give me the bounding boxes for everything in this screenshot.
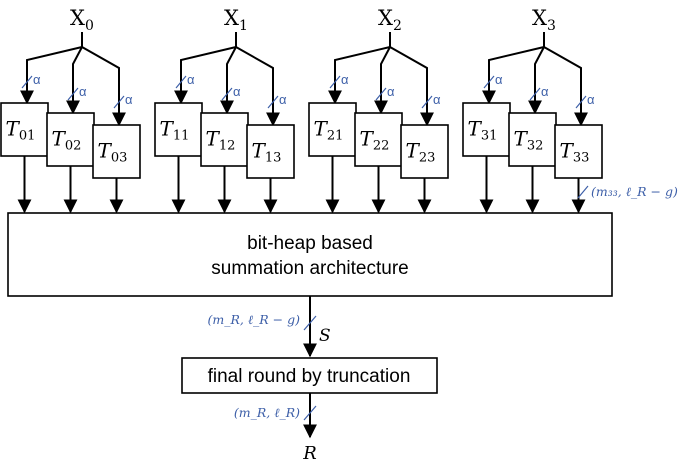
table-label-0-2: T03 <box>98 139 128 166</box>
result-slash <box>303 405 317 421</box>
input-label-1: X1 <box>224 6 248 34</box>
table-box-2-1 <box>354 112 403 167</box>
input-label-3: X3 <box>532 6 556 34</box>
alpha-slash-3-1 <box>529 87 541 101</box>
table-box-3-0 <box>462 102 511 157</box>
fan-wire-3-1 <box>528 46 545 115</box>
fan-wire-3-2 <box>543 46 588 127</box>
alpha-label-0-0: α <box>33 72 41 87</box>
alpha-label-2-2: α <box>433 92 441 107</box>
table-box-3-1 <box>508 112 557 167</box>
fan-wire-3-0 <box>482 46 545 105</box>
bitheap-block <box>7 212 613 297</box>
alpha-label-3-1: α <box>541 84 549 99</box>
alpha-slash-2-0 <box>329 75 341 89</box>
fan-wire-0-0 <box>20 46 83 105</box>
alpha-slash-0-1 <box>67 87 79 101</box>
alpha-slash-0-2 <box>113 95 125 109</box>
alpha-slash-3-0 <box>483 75 495 89</box>
alpha-label-1-1: α <box>233 84 241 99</box>
table-label-1-0: T11 <box>160 117 190 144</box>
alpha-slash-2-2 <box>421 95 433 109</box>
table-label-2-1: T22 <box>360 127 390 154</box>
result-label: R <box>302 443 317 464</box>
bitheap-label-line1: bit-heap based <box>247 233 373 254</box>
table-output-annotation: (m₃₃, ℓ_R − g) <box>591 184 678 199</box>
sum-annotation: (m_R, ℓ_R − g) <box>207 312 300 327</box>
fan-wire-1-1 <box>220 46 237 115</box>
alpha-label-2-1: α <box>387 84 395 99</box>
fan-wire-2-0 <box>328 46 391 105</box>
fan-wire-2-2 <box>389 46 434 127</box>
final-round-block <box>181 357 438 394</box>
table-box-2-2 <box>400 124 449 179</box>
result-annotation: (m_R, ℓ_R) <box>234 405 300 420</box>
alpha-label-2-0: α <box>341 72 349 87</box>
table-box-1-0 <box>154 102 203 157</box>
final-round-label: final round by truncation <box>208 366 411 387</box>
alpha-label-1-2: α <box>279 92 287 107</box>
fan-wire-1-0 <box>174 46 237 105</box>
alpha-label-1-0: α <box>187 72 195 87</box>
table-label-3-0: T31 <box>468 117 498 144</box>
alpha-slash-2-1 <box>375 87 387 101</box>
table-output-slash <box>577 185 589 199</box>
table-label-1-1: T12 <box>206 127 236 154</box>
alpha-slash-1-0 <box>175 75 187 89</box>
input-label-2: X2 <box>378 6 402 34</box>
table-label-2-2: T23 <box>406 139 436 166</box>
sum-slash <box>303 315 317 331</box>
alpha-slash-3-2 <box>575 95 587 109</box>
input-label-0: X0 <box>70 6 94 34</box>
fan-wire-1-2 <box>235 46 280 127</box>
fan-wire-2-1 <box>374 46 391 115</box>
table-label-0-1: T02 <box>52 127 82 154</box>
table-label-2-0: T21 <box>314 117 344 144</box>
table-label-0-0: T01 <box>6 117 36 144</box>
alpha-label-0-1: α <box>79 84 87 99</box>
alpha-slash-0-0 <box>21 75 33 89</box>
alpha-slash-1-1 <box>221 87 233 101</box>
alpha-label-0-2: α <box>125 92 133 107</box>
table-box-1-1 <box>200 112 249 167</box>
fan-wire-0-1 <box>66 46 83 115</box>
bitheap-label-line2: summation architecture <box>211 258 408 279</box>
alpha-slash-1-2 <box>267 95 279 109</box>
table-box-0-2 <box>92 124 141 179</box>
table-label-1-2: T13 <box>252 139 282 166</box>
fan-wire-0-2 <box>81 46 126 127</box>
alpha-label-3-2: α <box>587 92 595 107</box>
table-box-2-0 <box>308 102 357 157</box>
sum-label: S <box>319 326 331 346</box>
alpha-label-3-0: α <box>495 72 503 87</box>
table-label-3-1: T32 <box>514 127 544 154</box>
table-label-3-2: T33 <box>560 139 590 166</box>
